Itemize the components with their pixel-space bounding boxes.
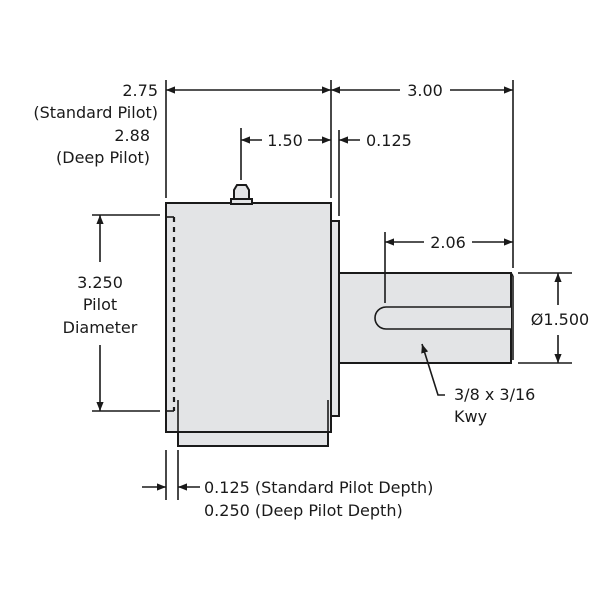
output-flange: [330, 220, 340, 417]
overall-dim-standard-label: (Standard Pilot): [33, 103, 158, 122]
gearbox-housing: [165, 184, 514, 447]
overall-dim-standard: 2.75: [122, 81, 158, 100]
flange-thickness-label: 0.125: [366, 131, 412, 150]
grease-fitting: [230, 184, 253, 205]
shaft-diameter-label: Ø1.500: [531, 310, 589, 329]
keyway-size-label: 3/8 x 3/16: [454, 385, 535, 404]
overall-dim-deep-label: (Deep Pilot): [56, 148, 150, 167]
pilot-diameter-value: 3.250: [77, 273, 123, 292]
keyway-length-label: 2.06: [430, 233, 466, 252]
shaft-length-label: 3.00: [407, 81, 443, 100]
keyway-label: Kwy: [454, 407, 487, 426]
keyway: [374, 306, 511, 330]
housing-body: [165, 202, 332, 433]
overall-dim-deep: 2.88: [114, 126, 150, 145]
pilot-depth-deep: 0.250 (Deep Pilot Depth): [204, 501, 403, 520]
dimension-lines: [96, 86, 562, 491]
fitting-offset-label: 1.50: [267, 131, 303, 150]
pilot-diameter-label2: Diameter: [63, 318, 138, 337]
pilot-depth-standard: 0.125 (Standard Pilot Depth): [204, 478, 433, 497]
pilot-diameter-label1: Pilot: [83, 295, 117, 314]
